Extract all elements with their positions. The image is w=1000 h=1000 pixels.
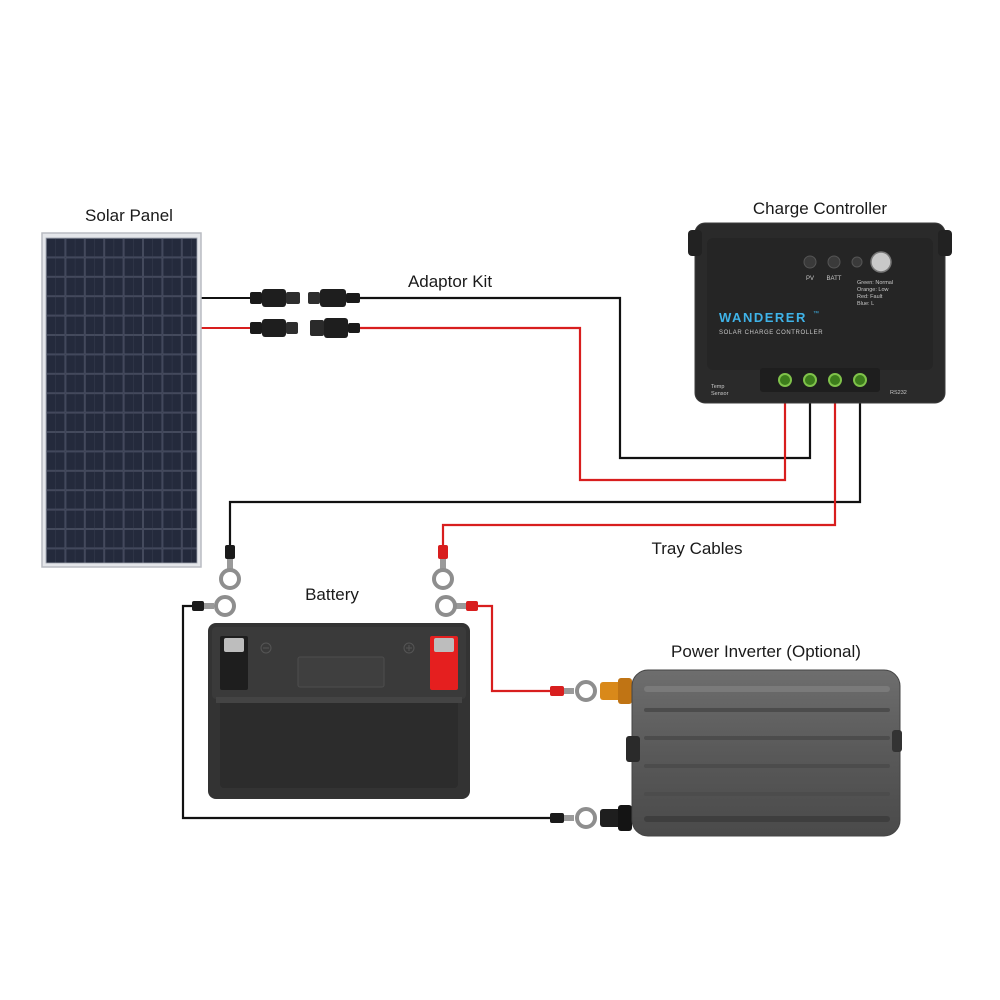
terminal-pv-negative	[803, 373, 817, 387]
battery-label: Battery	[305, 585, 359, 604]
tray-cables-label: Tray Cables	[651, 539, 742, 558]
solar-panel	[41, 232, 202, 568]
tray-positive-wire	[441, 384, 837, 545]
controller-mount-right	[938, 230, 952, 256]
terminal-batt-negative	[853, 373, 867, 387]
controller-brand-mark: ™	[813, 310, 819, 317]
terminal-pv-positive	[778, 373, 792, 387]
terminal-strip	[760, 368, 880, 392]
indicator-note-1: Green: Normal	[857, 280, 893, 286]
battery	[208, 623, 470, 799]
pv-indicator-led	[803, 255, 817, 269]
port-label: RS232	[890, 390, 907, 396]
inverter-cable-negative-lug-battery	[192, 595, 236, 617]
adaptor-negative-wire	[360, 296, 812, 460]
controller-subtitle: SOLAR CHARGE CONTROLLER	[719, 330, 823, 336]
adaptor-kit	[250, 289, 360, 338]
terminal-batt-positive	[828, 373, 842, 387]
power-inverter	[600, 669, 902, 837]
ring-terminals	[192, 545, 597, 829]
controller-button[interactable]	[870, 251, 892, 273]
inverter-cable-positive-lug-battery	[435, 595, 478, 617]
inverter-negative-lug	[550, 807, 597, 829]
battery-positive-terminal	[430, 636, 458, 690]
charge-controller: PV BATT Green: Normal Orange: Low Red: F…	[688, 222, 952, 404]
pv-indicator-label: PV	[806, 276, 814, 282]
inverter-switch[interactable]	[626, 736, 640, 762]
power-inverter-label: Power Inverter (Optional)	[671, 642, 861, 661]
inverter-positive-lug	[550, 680, 597, 702]
battery-negative-terminal	[220, 636, 248, 690]
controller-brand: WANDERER	[719, 310, 807, 325]
batt-indicator-label: BATT	[827, 276, 842, 282]
inverter-positive-wire	[476, 604, 552, 693]
tray-negative-lug	[219, 545, 241, 590]
indicator-note-2: Orange: Low	[857, 287, 889, 293]
charge-controller-label: Charge Controller	[753, 199, 888, 218]
status-indicator-led	[851, 256, 863, 268]
indicator-note-3: Red: Fault	[857, 294, 883, 300]
battery-label-panel	[297, 656, 385, 688]
solar-panel-label: Solar Panel	[85, 206, 173, 225]
battery-plus-mark	[403, 642, 415, 654]
indicator-note-4: Blue: L	[857, 301, 874, 307]
temp-sensor-label-2: Sensor	[711, 391, 729, 397]
terminals	[778, 373, 867, 387]
adaptor-positive-wire	[360, 326, 787, 482]
labels: Solar Panel Adaptor Kit Charge Controlle…	[85, 199, 887, 661]
inverter-body	[632, 670, 900, 836]
solar-panel-cells	[46, 238, 197, 563]
adaptor-kit-label: Adaptor Kit	[408, 272, 492, 291]
inverter-positive-terminal	[600, 678, 632, 704]
inverter-negative-terminal	[600, 805, 632, 831]
temp-sensor-label-1: Temp	[711, 384, 724, 390]
tray-negative-wire	[228, 384, 862, 545]
controller-mount-left	[688, 230, 702, 256]
mc4-positive-connector	[250, 318, 360, 338]
batt-indicator-led	[827, 255, 841, 269]
tray-positive-lug	[432, 545, 454, 590]
inverter-negative-wire	[181, 604, 552, 820]
battery-minus-mark	[260, 642, 272, 654]
wires	[181, 296, 862, 820]
mc4-negative-connector	[250, 289, 360, 307]
